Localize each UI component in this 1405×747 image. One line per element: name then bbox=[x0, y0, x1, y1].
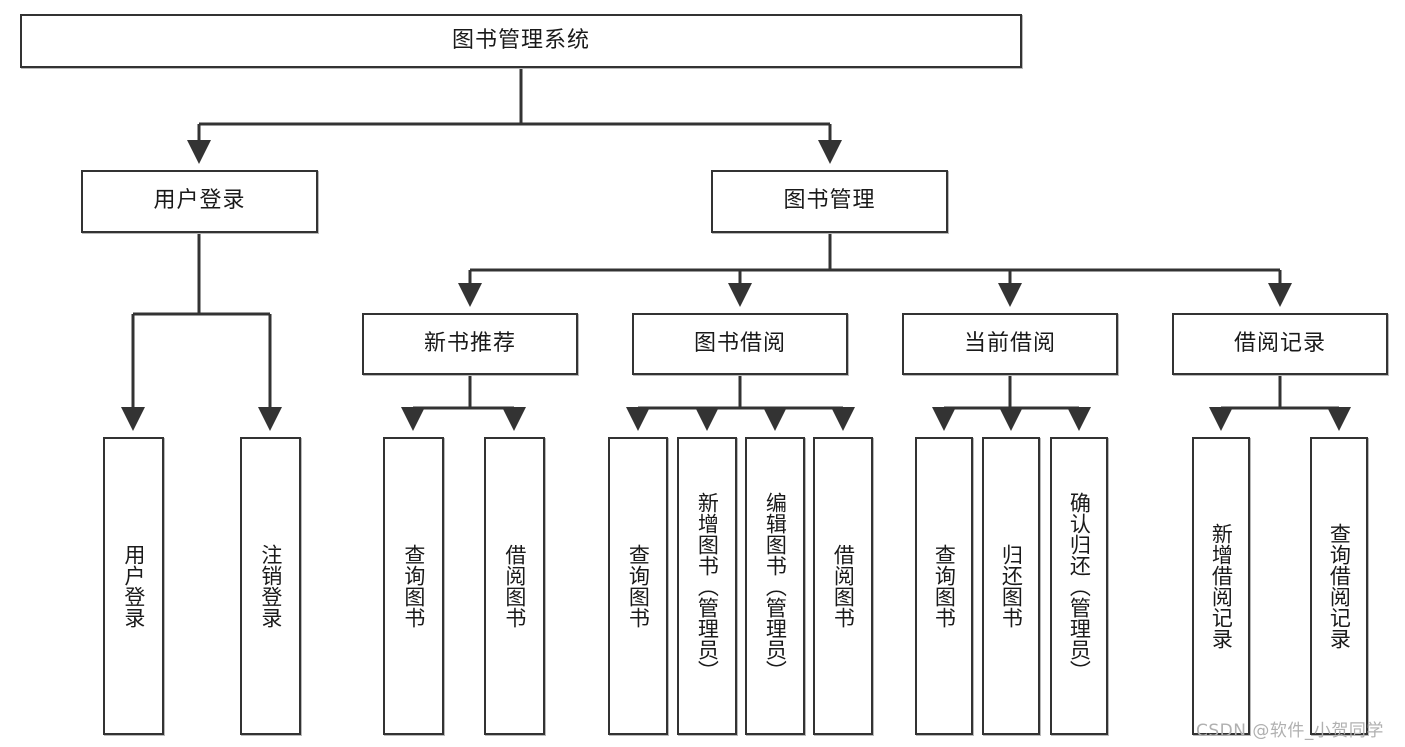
node-leaf-add-record[interactable]: 新增借阅记录 bbox=[1192, 437, 1250, 735]
node-leaf-edit-book-label: 编辑图书（管理员） bbox=[763, 491, 788, 681]
node-leaf-borrow-book-rec-label: 借阅图书 bbox=[502, 544, 527, 628]
node-leaf-query-book-rec[interactable]: 查询图书 bbox=[383, 437, 444, 735]
node-leaf-borrow-book-bor-label: 借阅图书 bbox=[831, 544, 856, 628]
node-new-book-recommend-label: 新书推荐 bbox=[423, 330, 516, 356]
node-current-borrow[interactable]: 当前借阅 bbox=[902, 313, 1118, 375]
node-leaf-logout[interactable]: 注销登录 bbox=[240, 437, 301, 735]
node-book-manage[interactable]: 图书管理 bbox=[711, 170, 948, 233]
node-book-borrow-label: 图书借阅 bbox=[693, 330, 786, 356]
node-leaf-borrow-book-bor[interactable]: 借阅图书 bbox=[813, 437, 873, 735]
node-user-login[interactable]: 用户登录 bbox=[81, 170, 318, 233]
node-new-book-recommend[interactable]: 新书推荐 bbox=[362, 313, 578, 375]
node-leaf-logout-label: 注销登录 bbox=[258, 544, 283, 628]
node-root[interactable]: 图书管理系统 bbox=[20, 14, 1022, 68]
node-leaf-return-book[interactable]: 归还图书 bbox=[982, 437, 1040, 735]
node-leaf-add-book-label: 新增图书（管理员） bbox=[695, 491, 720, 681]
node-leaf-add-record-label: 新增借阅记录 bbox=[1209, 523, 1234, 649]
node-leaf-edit-book[interactable]: 编辑图书（管理员） bbox=[745, 437, 805, 735]
node-leaf-return-book-label: 归还图书 bbox=[999, 544, 1024, 628]
csdn-watermark: CSDN @软件_小贺同学 bbox=[1196, 721, 1384, 741]
node-leaf-confirm-return-label: 确认归还（管理员） bbox=[1067, 491, 1092, 681]
node-leaf-query-book-bor-label: 查询图书 bbox=[626, 544, 651, 628]
node-leaf-query-book-cur[interactable]: 查询图书 bbox=[915, 437, 973, 735]
node-leaf-add-book[interactable]: 新增图书（管理员） bbox=[677, 437, 737, 735]
node-leaf-query-book-cur-label: 查询图书 bbox=[932, 544, 957, 628]
node-leaf-user-login[interactable]: 用户登录 bbox=[103, 437, 164, 735]
node-book-manage-label: 图书管理 bbox=[783, 188, 876, 214]
node-leaf-borrow-book-rec[interactable]: 借阅图书 bbox=[484, 437, 545, 735]
node-current-borrow-label: 当前借阅 bbox=[963, 330, 1056, 356]
node-leaf-query-record[interactable]: 查询借阅记录 bbox=[1310, 437, 1368, 735]
node-borrow-record[interactable]: 借阅记录 bbox=[1172, 313, 1388, 375]
node-root-label: 图书管理系统 bbox=[451, 27, 590, 53]
node-leaf-query-record-label: 查询借阅记录 bbox=[1327, 523, 1352, 649]
node-leaf-query-book-bor[interactable]: 查询图书 bbox=[608, 437, 668, 735]
node-leaf-query-book-rec-label: 查询图书 bbox=[401, 544, 426, 628]
node-leaf-user-login-label: 用户登录 bbox=[121, 544, 146, 628]
node-borrow-record-label: 借阅记录 bbox=[1233, 330, 1326, 356]
node-leaf-confirm-return[interactable]: 确认归还（管理员） bbox=[1050, 437, 1108, 735]
node-book-borrow[interactable]: 图书借阅 bbox=[632, 313, 848, 375]
node-user-login-label: 用户登录 bbox=[153, 188, 246, 214]
